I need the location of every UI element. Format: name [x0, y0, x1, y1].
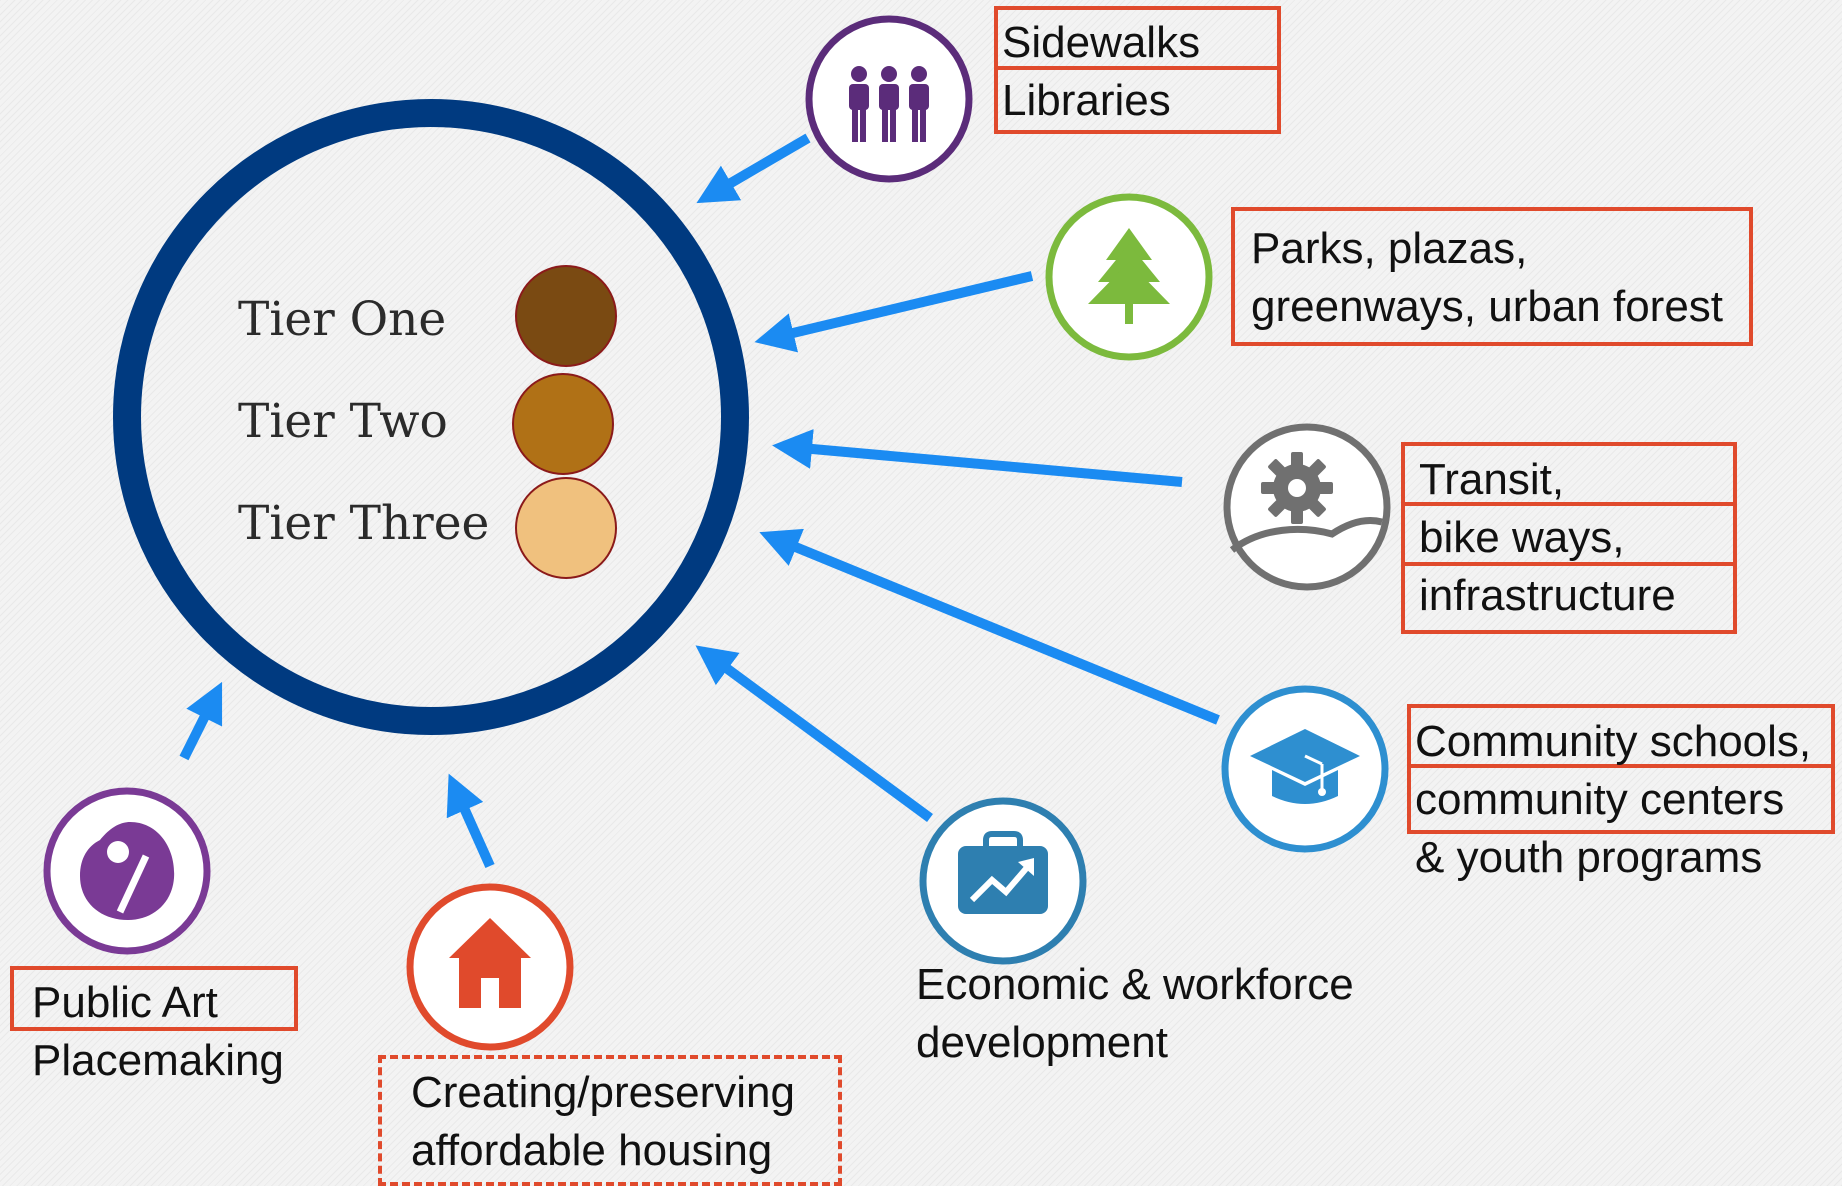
housing-label-1: Creating/preserving	[411, 1068, 795, 1117]
briefcase-chart-icon	[918, 796, 1088, 966]
tier-two-label: Tier Two	[238, 394, 448, 449]
economic-label-2: development	[916, 1018, 1168, 1067]
tier-one-dot	[515, 265, 617, 367]
transit-label-1: Transit,	[1419, 455, 1565, 504]
parks-label-2: greenways, urban forest	[1251, 282, 1724, 331]
libraries-label: Libraries	[1002, 76, 1171, 125]
tier-one-label: Tier One	[238, 292, 447, 347]
tree-icon	[1044, 192, 1214, 362]
arrow-transit	[772, 429, 1183, 487]
arrow-sidewalks	[696, 133, 811, 204]
transit-label-3: infrastructure	[1419, 571, 1676, 620]
people-icon	[804, 14, 974, 184]
libraries-box	[994, 66, 1281, 134]
housing-box	[378, 1055, 842, 1186]
schools-label-2: community centers	[1415, 775, 1785, 824]
public-art-label: Public Art	[32, 978, 218, 1027]
placemaking-label: Placemaking	[32, 1036, 284, 1085]
arrow-economic	[695, 645, 933, 823]
palette-icon	[42, 786, 212, 956]
graduation-cap-icon	[1220, 684, 1390, 854]
parks-label-1: Parks, plazas,	[1251, 224, 1528, 273]
transit-label-2: bike ways,	[1419, 513, 1625, 562]
transit-box-3	[1401, 562, 1737, 634]
arrow-housing	[446, 773, 495, 869]
arrow-parks	[754, 271, 1034, 353]
schools-box-2	[1407, 764, 1835, 834]
gear-landscape-icon	[1222, 422, 1392, 592]
house-icon	[405, 882, 575, 1052]
schools-label-3: & youth programs	[1415, 833, 1763, 882]
schools-label-1: Community schools,	[1415, 717, 1812, 766]
tier-three-label: Tier Three	[238, 496, 490, 551]
public-art-box	[10, 966, 298, 1031]
tier-three-dot	[515, 477, 617, 579]
tier-two-dot	[512, 373, 614, 475]
economic-label-1: Economic & workforce	[916, 960, 1354, 1009]
sidewalks-label: Sidewalks	[1002, 18, 1201, 67]
arrow-schools	[759, 528, 1220, 725]
arrow-art	[179, 681, 223, 761]
housing-label-2: affordable housing	[411, 1126, 773, 1175]
parks-box	[1231, 207, 1753, 346]
